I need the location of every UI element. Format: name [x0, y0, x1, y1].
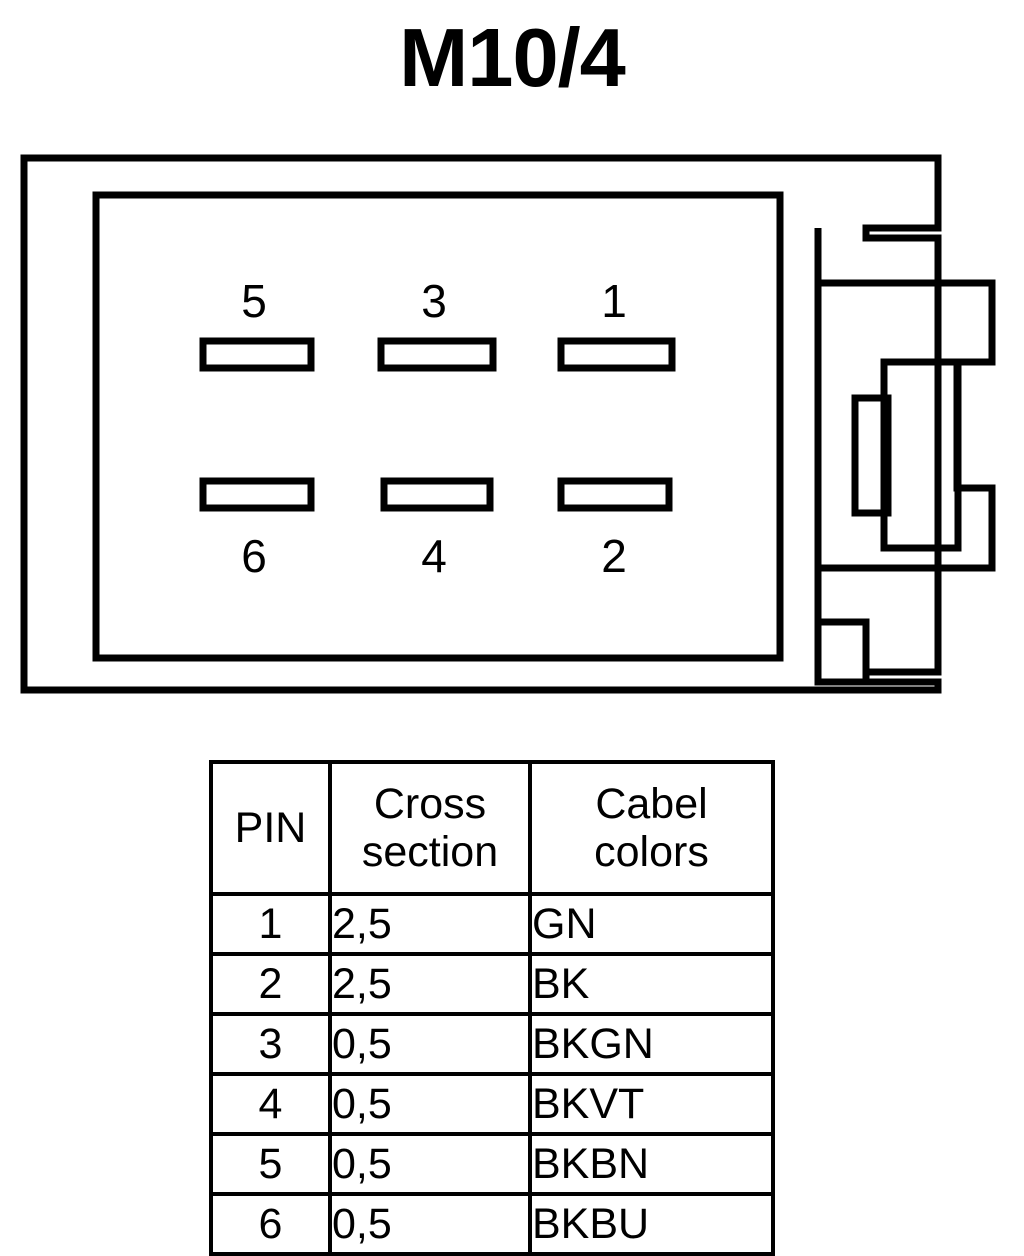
cell-cross-section: 2,5: [328, 892, 532, 956]
terminal-slot-3: [377, 337, 497, 372]
cell-cross-section: 0,5: [328, 1132, 532, 1196]
connector-latch-outline: [814, 228, 996, 686]
pin-label-5: 5: [241, 275, 267, 327]
connector-latch-tab-outer: [880, 358, 962, 552]
connector-diagram: 5 3 1 6 4 2: [0, 140, 1024, 710]
table-row: 4 0,5 BKVT: [209, 1072, 775, 1136]
cell-pin: 5: [209, 1132, 332, 1196]
connector-inner-housing: [92, 191, 784, 662]
cell-cable-color: GN: [528, 892, 775, 956]
column-header-cable-colors-line2: colors: [594, 828, 709, 876]
pin-label-4: 4: [421, 530, 447, 582]
cell-cable-color: BKGN: [528, 1012, 775, 1076]
terminal-slot-2: [557, 477, 673, 512]
cell-cable-color: BKBU: [528, 1192, 775, 1256]
cell-cross-section: 0,5: [328, 1192, 532, 1256]
column-header-cross-section: Cross section: [328, 760, 532, 896]
column-header-cable-colors-line1: Cabel: [595, 779, 708, 828]
cell-pin: 4: [209, 1072, 332, 1136]
cell-cable-color: BK: [528, 952, 775, 1016]
table-row: 5 0,5 BKBN: [209, 1132, 775, 1196]
cell-cable-color: BKBN: [528, 1132, 775, 1196]
pin-assignment-table: PIN Cross section Cabel colors 1 2,5 GN …: [209, 760, 775, 1256]
table-row: 2 2,5 BK: [209, 952, 775, 1016]
page-title: M10/4: [399, 11, 626, 104]
terminal-slot-6: [199, 477, 315, 512]
column-header-cable-colors: Cabel colors: [528, 760, 775, 896]
table-row: 1 2,5 GN: [209, 892, 775, 956]
column-header-pin: PIN: [209, 760, 332, 896]
table-body: 1 2,5 GN 2 2,5 BK 3 0,5 BKGN 4 0,5 BKVT …: [209, 892, 775, 1256]
cell-cross-section: 2,5: [328, 952, 532, 1016]
connector-outer-housing: [20, 154, 942, 694]
cell-cross-section: 0,5: [328, 1072, 532, 1136]
column-header-cross-section-line1: Cross: [373, 779, 487, 828]
connector-latch-tab-inner: [851, 394, 892, 517]
terminal-slot-5: [199, 337, 315, 372]
terminal-slot-1: [557, 337, 676, 372]
pin-label-3: 3: [421, 275, 447, 327]
table-row: 3 0,5 BKGN: [209, 1012, 775, 1076]
cell-cable-color: BKVT: [528, 1072, 775, 1136]
column-header-cross-section-line2: section: [361, 828, 499, 876]
cell-pin: 2: [209, 952, 332, 1016]
pin-label-1: 1: [601, 275, 627, 327]
cell-cross-section: 0,5: [328, 1012, 532, 1076]
terminal-slot-4: [380, 477, 494, 512]
pin-label-2: 2: [601, 530, 627, 582]
pin-label-6: 6: [241, 530, 267, 582]
table-row: 6 0,5 BKBU: [209, 1192, 775, 1256]
table-header-row: PIN Cross section Cabel colors: [209, 760, 775, 896]
cell-pin: 6: [209, 1192, 332, 1256]
cell-pin: 3: [209, 1012, 332, 1076]
pin-assignment-table-container: PIN Cross section Cabel colors 1 2,5 GN …: [209, 760, 775, 1256]
cell-pin: 1: [209, 892, 332, 956]
